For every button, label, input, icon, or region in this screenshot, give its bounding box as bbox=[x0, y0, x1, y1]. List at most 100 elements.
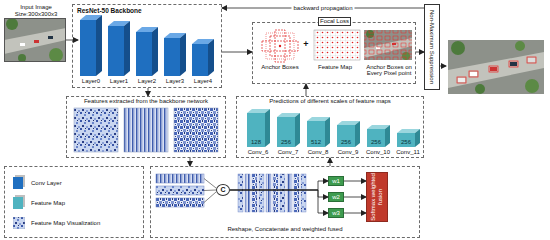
legend-text: Conv Layer bbox=[31, 180, 62, 187]
prediction-blocks bbox=[367, 129, 385, 147]
prediction-blocks bbox=[325, 117, 330, 147]
feature-visualizations bbox=[174, 108, 218, 152]
input-photo bbox=[4, 18, 66, 62]
layer-block: Layer4 bbox=[190, 14, 216, 86]
output-photo bbox=[515, 41, 525, 51]
legend: Conv LayerFeature MapFeature Map Visuali… bbox=[4, 166, 144, 238]
node-label: C bbox=[217, 185, 229, 195]
node-label: Anchor Boxes on Every Pixel point bbox=[363, 64, 415, 77]
input-photo bbox=[20, 43, 25, 46]
output-photo bbox=[528, 58, 535, 62]
fusion-figure bbox=[238, 174, 243, 212]
node-label: Conv_8 bbox=[304, 149, 332, 156]
feature-visualizations bbox=[74, 108, 118, 152]
anchor-result-photo bbox=[364, 30, 412, 60]
anchor-boxes-figure bbox=[270, 36, 290, 56]
connector bbox=[306, 84, 307, 96]
prediction-blocks bbox=[415, 129, 420, 147]
input-photo bbox=[34, 40, 39, 43]
connector bbox=[230, 190, 328, 213]
anchor-boxes-figure bbox=[266, 33, 294, 59]
fusion-figure bbox=[301, 174, 306, 212]
output-photo bbox=[448, 40, 544, 94]
backbone-blocks bbox=[152, 27, 158, 76]
legend-pattern bbox=[13, 217, 25, 229]
channel-number: 512 bbox=[307, 139, 325, 146]
anchor-panel: Anchor BoxesFeature MapAnchor Boxes on E… bbox=[252, 22, 416, 84]
fusion-panel: Reshape, Concatenate and weighted fusedC… bbox=[150, 166, 420, 238]
legend-text: Feature Map Visualization bbox=[31, 220, 100, 227]
backbone-panel: ResNet-50 BackboneLayer0Layer1Layer2Laye… bbox=[72, 4, 222, 88]
prediction-blocks bbox=[307, 121, 325, 147]
node-label: Layer2 bbox=[134, 78, 160, 85]
fusion-figure bbox=[287, 174, 292, 212]
legend-pattern bbox=[13, 217, 25, 229]
output-photo bbox=[475, 84, 485, 94]
node-label: Focal Loss bbox=[319, 18, 350, 25]
feature-visualizations bbox=[124, 108, 168, 152]
weight-box: w2 bbox=[328, 192, 344, 202]
concat-circle: C bbox=[216, 184, 230, 196]
weight-box: w3 bbox=[328, 208, 344, 218]
node-label: w1 bbox=[329, 177, 343, 185]
input-photo bbox=[6, 18, 18, 30]
backbone-blocks bbox=[136, 32, 152, 76]
node-label: Conv_10 bbox=[364, 149, 392, 156]
fusion-figure bbox=[266, 174, 271, 212]
feature-map-grid bbox=[314, 30, 360, 60]
weight-box: w1 bbox=[328, 176, 344, 186]
anchor-result-photo bbox=[364, 30, 412, 60]
backbone-blocks bbox=[96, 15, 102, 76]
node-label: Layer3 bbox=[162, 78, 188, 85]
conv-block: Conv_8 bbox=[304, 106, 332, 156]
node-label: Layer4 bbox=[190, 78, 216, 85]
input-photo bbox=[48, 36, 53, 39]
connector bbox=[190, 158, 191, 166]
fusion-figure bbox=[156, 174, 306, 212]
connector bbox=[416, 52, 424, 53]
channel-number: 256 bbox=[367, 139, 385, 146]
connector bbox=[344, 213, 366, 214]
connector bbox=[344, 181, 366, 182]
fusion-figure bbox=[259, 174, 264, 212]
layer-block: Layer2 bbox=[134, 14, 160, 86]
loss-box: Focal Loss bbox=[318, 17, 351, 26]
backbone-blocks bbox=[192, 44, 208, 76]
edge-label: backward propagation bbox=[291, 5, 354, 12]
feature-map-grid bbox=[314, 30, 360, 60]
channel-number: 256 bbox=[337, 139, 355, 146]
node-label: Conv_7 bbox=[274, 149, 302, 156]
node-label: Anchor Boxes bbox=[255, 64, 305, 71]
backbone-blocks bbox=[80, 20, 96, 76]
input-image: Input Image Size:300x300x3 bbox=[4, 18, 66, 62]
connector bbox=[230, 190, 328, 197]
output-photo bbox=[510, 62, 517, 66]
predictions-panel: Predictions of different scales of featu… bbox=[236, 96, 424, 158]
node-label: Conv_9 bbox=[334, 149, 362, 156]
fusion-figure bbox=[156, 174, 204, 183]
output-photo bbox=[451, 41, 465, 55]
node-label: Layer1 bbox=[106, 78, 132, 85]
prediction-blocks bbox=[295, 113, 300, 147]
fusion-figure bbox=[273, 174, 278, 212]
backbone-blocks bbox=[108, 26, 124, 76]
plus-sign: + bbox=[300, 40, 312, 50]
layer-block: Layer0 bbox=[78, 14, 104, 86]
connector bbox=[148, 88, 149, 96]
backbone-blocks bbox=[124, 21, 130, 76]
output-photo bbox=[458, 78, 465, 82]
nms-box: Non-Maximum Suppression bbox=[424, 4, 440, 90]
node-label: Softmax weighted fusion bbox=[370, 173, 383, 221]
output-photo bbox=[448, 40, 544, 94]
channel-number: 256 bbox=[397, 139, 415, 146]
output-photo bbox=[490, 67, 497, 71]
node-label: Conv_11 bbox=[394, 149, 422, 156]
legend-swatch bbox=[13, 197, 23, 209]
conv-block: Conv_6 bbox=[244, 106, 272, 156]
connector bbox=[230, 181, 328, 190]
softmax-box: Softmax weighted fusion bbox=[366, 172, 388, 222]
anchor-boxes-figure bbox=[262, 41, 298, 51]
backbone-blocks bbox=[208, 39, 214, 76]
